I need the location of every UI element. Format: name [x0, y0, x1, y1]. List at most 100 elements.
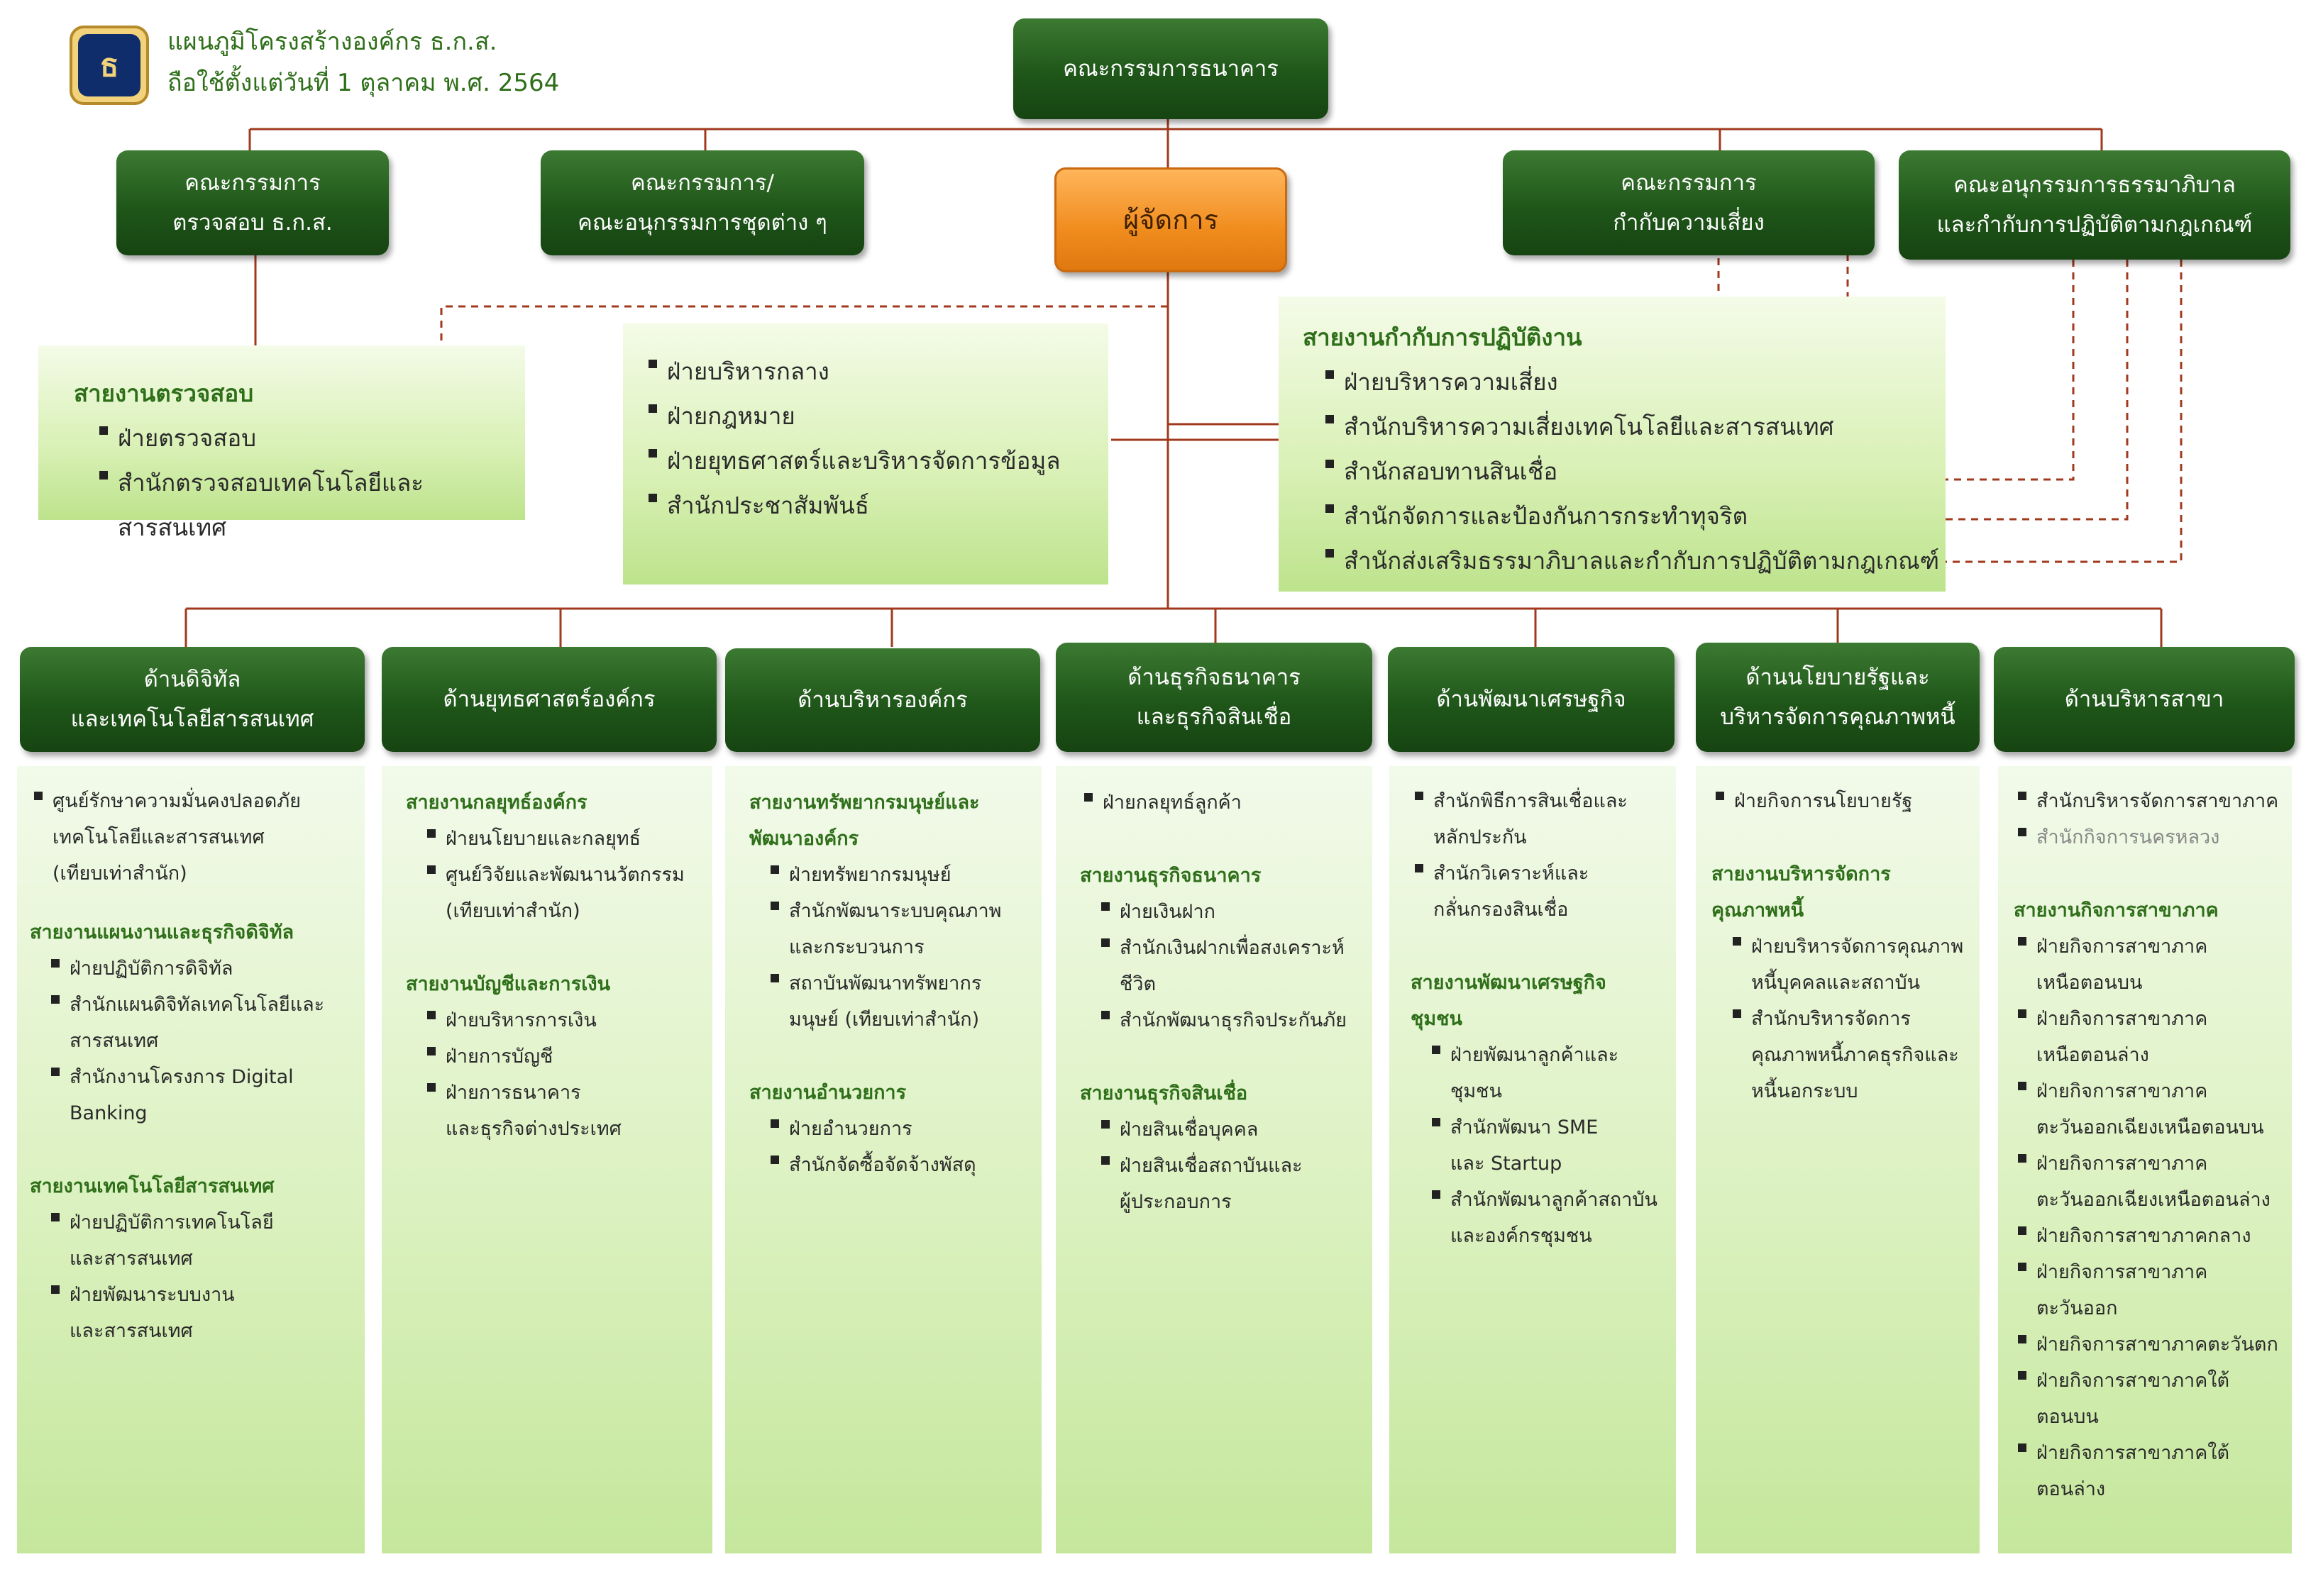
unit-item: ฝ่ายสินเชื่อสถาบันและผู้ประกอบการ [1097, 1148, 1371, 1220]
board-label: คณะกรรมการธนาคาร [1063, 56, 1279, 82]
division-title: ด้านดิจิทัล [143, 667, 241, 692]
unit-item: สำนักเงินฝากเพื่อสงเคราะห์ชีวิต [1097, 930, 1371, 1002]
unit-item: ฝ่ายปฏิบัติการเทคโนโลยีและสารสนเทศ [47, 1204, 360, 1277]
logo-mark-icon: ธ [78, 34, 140, 96]
division-units-panel-administration: สายงานทรัพยากรมนุษย์และพัฒนาองค์กร ฝ่ายท… [725, 766, 1042, 1553]
division-title: และธุรกิจสินเชื่อ [1136, 704, 1292, 730]
board-of-directors-box: คณะกรรมการธนาคาร [1013, 18, 1328, 119]
unit-item: ฝ่ายกิจการสาขาภาคเหนือตอนล่าง [2014, 1001, 2290, 1073]
unit-item: ฝ่ายกิจการสาขาภาคใต้ตอนล่าง [2014, 1435, 2290, 1507]
unit-item: ฝ่ายทรัพยากรมนุษย์ [766, 857, 1040, 893]
unit-item: ฝ่ายกิจการสาขาภาคใต้ตอนบน [2014, 1363, 2290, 1435]
unit-item: สำนักพัฒนาธุรกิจประกันภัย [1097, 1002, 1371, 1038]
compliance-line-panel: สายงานกำกับการปฏิบัติงาน ฝ่ายบริหารความเ… [1279, 297, 1946, 592]
chart-title: แผนภูมิโครงสร้างองค์กร ธ.ก.ส. [167, 28, 497, 56]
committees-label-1: คณะกรรมการ/ [631, 170, 774, 196]
governance-committee-box: คณะอนุกรรมการธรรมาภิบาล และกำกับการปฏิบั… [1899, 150, 2290, 260]
division-title: ด้านบริหารองค์กร [798, 687, 968, 713]
unit-item: ศูนย์รักษาความมั่นคงปลอดภัยเทคโนโลยีและส… [30, 783, 360, 892]
compliance-line-item: สำนักบริหารความเสี่ยงเทคโนโลยีและสารสนเท… [1321, 404, 1939, 449]
committees-label-2: คณะอนุกรรมการชุดต่าง ๆ [578, 210, 827, 235]
unit-line-heading: สายงานเทคโนโลยีสารสนเทศ [30, 1175, 275, 1197]
division-box-digital: ด้านดิจิทัล และเทคโนโลยีสารสนเทศ [20, 647, 365, 752]
division-units-panel-banking: ฝ่ายกลยุทธ์ลูกค้า สายงานธุรกิจธนาคาร ฝ่า… [1056, 766, 1372, 1553]
unit-item: ฝ่ายการบัญชี [423, 1038, 711, 1075]
unit-item: ฝ่ายกิจการสาขาภาคตะวันตก [2014, 1326, 2290, 1363]
unit-item: ฝ่ายกิจการสาขาภาคตะวันออกเฉียงเหนือตอนล่… [2014, 1146, 2290, 1218]
unit-item: ฝ่ายอำนวยการ [766, 1111, 1040, 1147]
division-units-panel-strategy: สายงานกลยุทธ์องค์กร ฝ่ายนโยบายและกลยุทธ์… [382, 766, 712, 1553]
unit-line-heading: สายงานอำนวยการ [749, 1082, 907, 1104]
unit-item: สถาบันพัฒนาทรัพยากรมนุษย์ (เทียบเท่าสำนั… [766, 965, 1040, 1038]
unit-line-heading: สายงานแผนงานและธุรกิจดิจิทัล [30, 921, 294, 943]
division-units-panel-branch: สำนักบริหารจัดการสาขาภาค สำนักกิจการนครห… [1998, 766, 2292, 1553]
division-box-strategy: ด้านยุทธศาสตร์องค์กร [382, 647, 717, 752]
unit-item: สำนักบริหารจัดการคุณภาพหนี้ภาคธุรกิจและห… [1728, 1001, 1978, 1109]
chart-header: แผนภูมิโครงสร้างองค์กร ธ.ก.ส. ถือใช้ตั้ง… [167, 21, 559, 104]
unit-item: ฝ่ายบริหารจัดการคุณภาพหนี้บุคคลและสถาบัน [1728, 929, 1978, 1001]
division-units-panel-economic-development: สำนักพิธีการสินเชื่อและหลักประกัน สำนักว… [1389, 766, 1676, 1553]
baac-logo: ธ [70, 26, 149, 105]
unit-item: ฝ่ายกิจการสาขาภาคกลาง [2014, 1218, 2290, 1254]
unit-item: สำนักพิธีการสินเชื่อและหลักประกัน [1411, 783, 1675, 855]
unit-item: ฝ่ายกิจการนโยบายรัฐ [1711, 783, 1978, 819]
division-box-economic-development: ด้านพัฒนาเศรษฐกิจ [1388, 647, 1675, 752]
unit-line-heading: สายงานทรัพยากรมนุษย์และพัฒนาองค์กร [749, 792, 980, 850]
unit-item: ฝ่ายกิจการสาขาภาคตะวันออกเฉียงเหนือตอนบน [2014, 1073, 2290, 1146]
audit-committee-label-1: คณะกรรมการ [184, 170, 321, 196]
manager-units-panel: ฝ่ายบริหารกลาง ฝ่ายกฎหมาย ฝ่ายยุทธศาสตร์… [623, 323, 1108, 584]
unit-item: ฝ่ายปฏิบัติการดิจิทัล [47, 951, 360, 987]
unit-item: สำนักวิเคราะห์และกลั่นกรองสินเชื่อ [1411, 855, 1675, 928]
unit-item: ฝ่ายกิจการสาขาภาคตะวันออก [2014, 1254, 2290, 1326]
unit-item: สำนักพัฒนาระบบคุณภาพและกระบวนการ [766, 893, 1040, 965]
manager-label: ผู้จัดการ [1123, 204, 1218, 235]
division-units-panel-state-policy: ฝ่ายกิจการนโยบายรัฐ สายงานบริหารจัดการคุ… [1696, 766, 1980, 1553]
manager-unit-item: สำนักประชาสัมพันธ์ [644, 483, 1060, 528]
compliance-line-item: สำนักสอบทานสินเชื่อ [1321, 449, 1939, 494]
audit-line-item: สำนักตรวจสอบเทคโนโลยีและสารสนเทศ [95, 460, 525, 550]
division-title: ด้านยุทธศาสตร์องค์กร [443, 687, 656, 712]
manager-box: ผู้จัดการ [1054, 167, 1287, 272]
manager-unit-item: ฝ่ายบริหารกลาง [644, 349, 1060, 394]
unit-line-heading: สายงานธุรกิจสินเชื่อ [1080, 1082, 1248, 1104]
unit-item: ฝ่ายเงินฝาก [1097, 894, 1371, 930]
audit-line-panel: สายงานตรวจสอบ ฝ่ายตรวจสอบ สำนักตรวจสอบเท… [38, 345, 525, 541]
unit-line-heading: สายงานกิจการสาขาภาค [2014, 899, 2219, 921]
risk-committee-label-1: คณะกรรมการ [1621, 170, 1757, 196]
unit-item: สำนักจัดซื้อจัดจ้างพัสดุ [766, 1147, 1040, 1183]
division-title: ด้านนโยบายรัฐและ [1745, 665, 1930, 690]
governance-committee-label-1: คณะอนุกรรมการธรรมาภิบาล [1953, 172, 2236, 198]
unit-item: ฝ่ายกิจการสาขาภาคเหนือตอนบน [2014, 929, 2290, 1001]
division-title: บริหารจัดการคุณภาพหนี้ [1720, 704, 1955, 730]
unit-line-heading: สายงานกลยุทธ์องค์กร [406, 792, 587, 814]
compliance-line-item: ฝ่ายบริหารความเสี่ยง [1321, 360, 1939, 404]
risk-committee-box: คณะกรรมการ กำกับความเสี่ยง [1503, 150, 1875, 255]
risk-committee-label-2: กำกับความเสี่ยง [1613, 210, 1765, 235]
division-box-administration: ด้านบริหารองค์กร [725, 648, 1040, 752]
unit-item: สำนักกิจการนครหลวง [2014, 819, 2290, 855]
unit-item: ฝ่ายการธนาคารและธุรกิจต่างประเทศ [423, 1075, 711, 1147]
division-box-branch: ด้านบริหารสาขา [1994, 647, 2295, 752]
division-title: ด้านธุรกิจธนาคาร [1127, 665, 1301, 690]
compliance-line-title: สายงานกำกับการปฏิบัติงาน [1303, 323, 1582, 351]
unit-item: ฝ่ายกลยุทธ์ลูกค้า [1080, 785, 1371, 821]
unit-item: ฝ่ายนโยบายและกลยุทธ์ [423, 821, 711, 857]
division-title: และเทคโนโลยีสารสนเทศ [70, 706, 314, 732]
division-box-banking: ด้านธุรกิจธนาคาร และธุรกิจสินเชื่อ [1056, 643, 1372, 752]
audit-line-item: ฝ่ายตรวจสอบ [95, 416, 525, 460]
manager-unit-item: ฝ่ายกฎหมาย [644, 394, 1060, 438]
unit-item: ศูนย์วิจัยและพัฒนานวัตกรรม(เทียบเท่าสำนั… [423, 857, 711, 929]
chart-effective-date: ถือใช้ตั้งแต่วันที่ 1 ตุลาคม พ.ศ. 2564 [167, 69, 560, 97]
unit-item: สำนักพัฒนาลูกค้าสถาบันและองค์กรชุมชน [1428, 1182, 1675, 1254]
governance-committee-label-2: และกำกับการปฏิบัติตามกฎเกณฑ์ [1936, 212, 2253, 238]
division-box-state-policy: ด้านนโยบายรัฐและ บริหารจัดการคุณภาพหนี้ [1696, 643, 1980, 752]
audit-line-title: สายงานตรวจสอบ [74, 379, 254, 407]
unit-item: ฝ่ายบริหารการเงิน [423, 1002, 711, 1038]
audit-committee-box: คณะกรรมการ ตรวจสอบ ธ.ก.ส. [116, 150, 389, 255]
unit-line-heading: สายงานพัฒนาเศรษฐกิจชุมชน [1411, 972, 1606, 1030]
unit-line-heading: สายงานบริหารจัดการคุณภาพหนี้ [1711, 863, 1891, 921]
unit-item: สำนักบริหารจัดการสาขาภาค [2014, 783, 2290, 819]
audit-committee-label-2: ตรวจสอบ ธ.ก.ส. [172, 210, 333, 235]
